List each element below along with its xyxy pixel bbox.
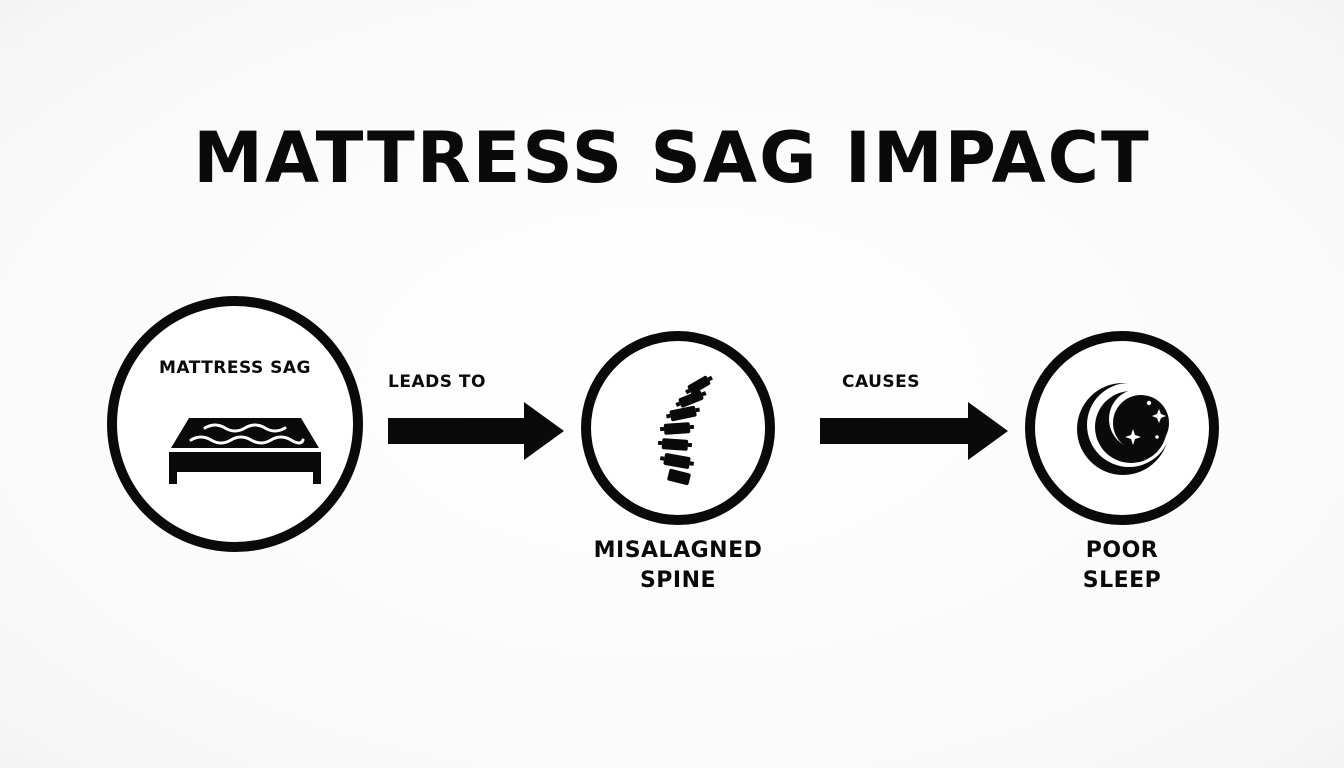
caption-line: SPINE	[639, 568, 717, 593]
edge-label-leads-to: LEADS TO	[388, 372, 486, 392]
moon-stars-icon	[1077, 383, 1171, 475]
node-poor-sleep	[1025, 331, 1219, 525]
node-poor-sleep-label: POOR SLEEP	[1012, 536, 1232, 596]
caption-line: SLEEP	[1082, 568, 1162, 593]
node-mattress-sag: MATTRESS SAG	[107, 296, 363, 552]
arrow-right-icon	[820, 402, 1008, 460]
arrow-right-icon	[388, 402, 564, 460]
node-mattress-sag-label: MATTRESS SAG	[158, 358, 312, 378]
edge-label-causes: CAUSES	[842, 372, 921, 392]
spine-icon	[657, 375, 713, 486]
node-misaligned-spine	[581, 331, 775, 525]
caption-line: POOR	[1085, 538, 1159, 563]
mattress-icon	[169, 418, 321, 484]
node-misaligned-spine-label: MISALAGNED SPINE	[560, 536, 796, 596]
diagram-title: MATTRESS SAG IMPACT	[193, 117, 1151, 199]
caption-line: MISALAGNED	[593, 538, 763, 563]
